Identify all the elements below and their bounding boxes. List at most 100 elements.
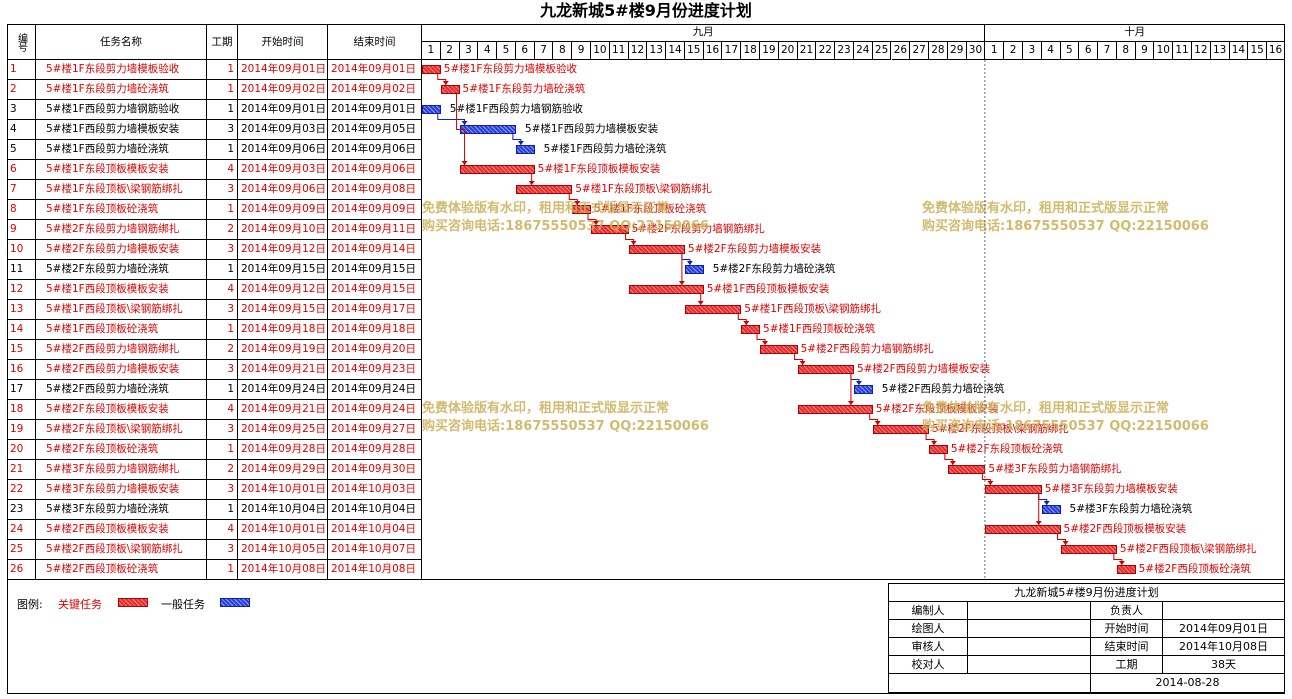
critical-task-bar[interactable] [985, 525, 1061, 534]
critical-task-bar[interactable] [929, 445, 948, 454]
task-name: 5#楼2F西段顶板砼浇筑 [36, 560, 207, 580]
critical-task-bar[interactable] [1116, 565, 1136, 574]
legend-normal-swatch [220, 598, 250, 607]
page-title: 九龙新城5#楼9月份进度计划 [540, 1, 752, 20]
critical-task-bar[interactable] [422, 65, 441, 74]
normal-task-bar[interactable] [515, 145, 535, 154]
task-name: 5#楼2F西段顶板模板安装 [36, 520, 207, 540]
critical-task-bar[interactable] [947, 465, 986, 474]
normal-task-bar[interactable] [853, 385, 873, 394]
critical-task-bar[interactable] [628, 245, 685, 254]
task-id: 13 [7, 300, 36, 320]
task-bar-label: 5#楼2F西段顶板模板安装 [1063, 523, 1187, 535]
task-name: 5#楼1F东段顶板模板安装 [36, 160, 207, 180]
day-header: 23 [835, 42, 854, 60]
day-header: 13 [647, 42, 667, 60]
task-name: 5#楼2F东段顶板\梁钢筋绑扎 [36, 420, 207, 440]
task-name: 5#楼1F东段剪力墙模板验收 [36, 60, 207, 80]
critical-task-bar[interactable] [591, 225, 629, 234]
task-bar-label: 5#楼1F东段顶板\梁钢筋绑扎 [575, 183, 712, 195]
task-duration: 1 [207, 100, 238, 120]
task-end: 2014年09月24日 [328, 380, 422, 400]
watermark-text: 免费体验版有水印，租用和正式版显示正常 [922, 201, 1170, 216]
task-id: 15 [7, 340, 36, 360]
day-header: 6 [1079, 42, 1099, 60]
task-name: 5#楼1F西段剪力墙砼浇筑 [36, 140, 207, 160]
task-id: 5 [7, 140, 36, 160]
task-bar-label: 5#楼1F西段顶板模板安装 [706, 283, 830, 295]
task-id: 21 [7, 460, 36, 480]
task-end: 2014年09月18日 [328, 320, 422, 340]
critical-task-bar[interactable] [1060, 545, 1117, 554]
task-name: 5#楼3F东段剪力墙模板安装 [36, 480, 207, 500]
task-end: 2014年10月08日 [328, 560, 422, 580]
task-bar-label: 5#楼1F东段顶板模板安装 [537, 163, 661, 175]
task-name: 5#楼2F东段剪力墙模板安装 [36, 240, 207, 260]
header-end: 结束时间 [328, 24, 422, 60]
task-end: 2014年10月07日 [328, 540, 422, 560]
task-id: 23 [7, 500, 36, 520]
task-id: 25 [7, 540, 36, 560]
task-start: 2014年09月18日 [238, 320, 328, 340]
task-name: 5#楼1F西段剪力墙模板安装 [36, 120, 207, 140]
task-duration: 3 [207, 240, 238, 260]
normal-task-bar[interactable] [459, 125, 516, 134]
day-header: 26 [891, 42, 911, 60]
day-header: 18 [741, 42, 761, 60]
task-end: 2014年10月03日 [328, 480, 422, 500]
task-name: 5#楼1F西段顶板砼浇筑 [36, 320, 207, 340]
task-start: 2014年10月01日 [238, 520, 328, 540]
day-header: 16 [703, 42, 723, 60]
task-end: 2014年09月17日 [328, 300, 422, 320]
month-header: 九月 [422, 24, 986, 42]
critical-task-bar[interactable] [515, 185, 573, 194]
task-duration: 4 [207, 280, 238, 300]
task-start: 2014年10月08日 [238, 560, 328, 580]
critical-task-bar[interactable] [797, 405, 873, 414]
day-header: 21 [797, 42, 817, 60]
critical-task-bar[interactable] [872, 425, 930, 434]
normal-task-bar[interactable] [422, 105, 441, 114]
task-end: 2014年09月11日 [328, 220, 422, 240]
task-id: 26 [7, 560, 36, 580]
task-start: 2014年09月12日 [238, 240, 328, 260]
critical-task-bar[interactable] [459, 165, 535, 174]
task-name: 5#楼2F西段剪力墙钢筋绑扎 [36, 340, 207, 360]
task-name: 5#楼2F东段剪力墙钢筋绑扎 [36, 220, 207, 240]
task-name: 5#楼3F东段剪力墙钢筋绑扎 [36, 460, 207, 480]
critical-task-bar[interactable] [440, 85, 460, 94]
watermark-text: 购买咨询电话:18675550537 QQ:22150066 [422, 419, 709, 434]
task-name: 5#楼1F西段剪力墙钢筋验收 [36, 100, 207, 120]
task-start: 2014年09月01日 [238, 100, 328, 120]
day-header: 5 [497, 42, 516, 60]
task-duration: 1 [207, 320, 238, 340]
day-header: 9 [572, 42, 591, 60]
task-id: 1 [7, 60, 36, 80]
critical-task-bar[interactable] [684, 305, 742, 314]
critical-task-bar[interactable] [985, 485, 1042, 494]
task-id: 7 [7, 180, 36, 200]
critical-task-bar[interactable] [760, 345, 798, 354]
task-id: 10 [7, 240, 36, 260]
info-checker-value [968, 656, 1091, 674]
critical-task-bar[interactable] [628, 285, 704, 294]
task-name: 5#楼2F西段顶板\梁钢筋绑扎 [36, 540, 207, 560]
critical-task-bar[interactable] [572, 205, 591, 214]
task-start: 2014年10月04日 [238, 500, 328, 520]
critical-task-bar[interactable] [797, 365, 854, 374]
task-id: 18 [7, 400, 36, 420]
task-bar-label: 5#楼1F东段顶板砼浇筑 [594, 203, 707, 215]
day-header: 5 [1060, 42, 1080, 60]
task-start: 2014年09月15日 [238, 300, 328, 320]
day-header: 28 [929, 42, 948, 60]
task-duration: 1 [207, 80, 238, 100]
info-start-value: 2014年09月01日 [1163, 620, 1285, 638]
day-header: 11 [609, 42, 629, 60]
normal-task-bar[interactable] [684, 265, 704, 274]
critical-task-bar[interactable] [741, 325, 761, 334]
header-num: 编号 [7, 24, 36, 60]
task-end: 2014年09月23日 [328, 360, 422, 380]
task-end: 2014年09月30日 [328, 460, 422, 480]
header-start: 开始时间 [238, 24, 328, 60]
normal-task-bar[interactable] [1041, 505, 1061, 514]
